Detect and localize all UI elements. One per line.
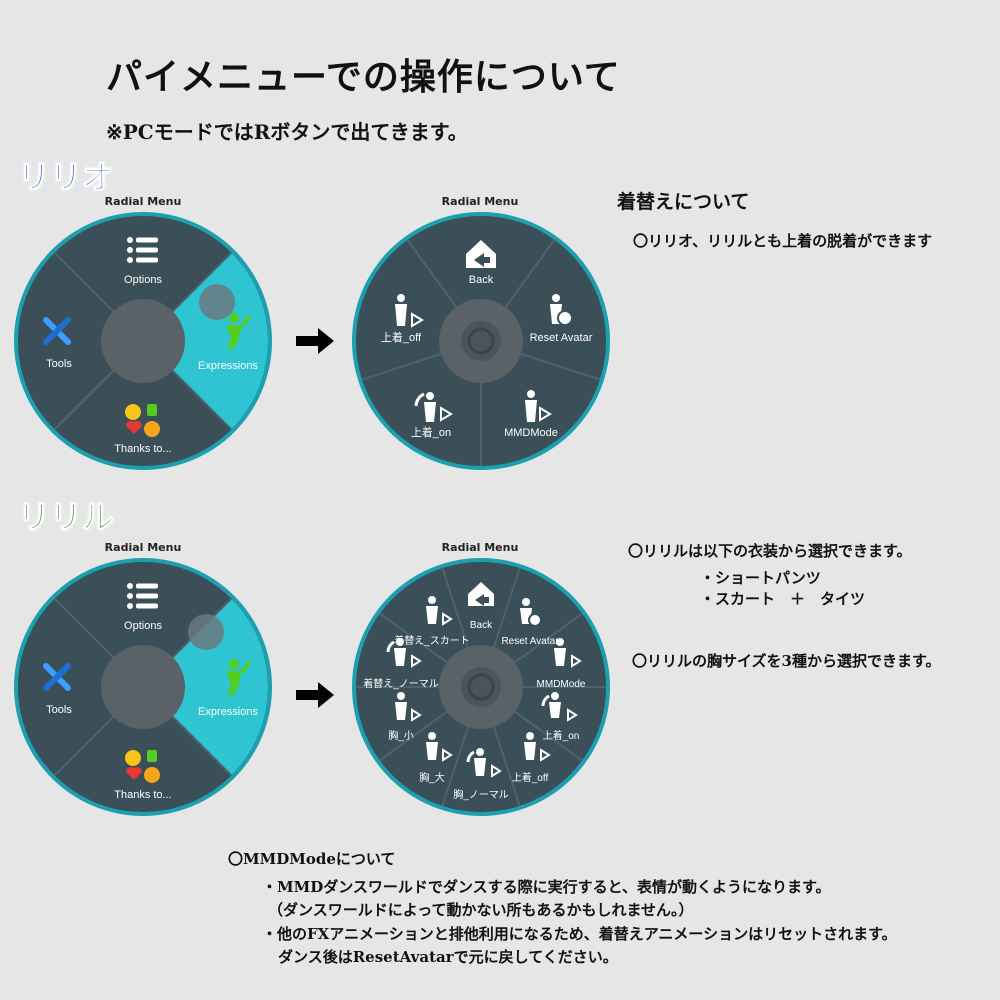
expressions-label[interactable]: Expressions — [198, 360, 258, 372]
radial-menu-caption: Radial Menu — [104, 195, 182, 208]
person-icon — [395, 692, 407, 720]
outfit-skirt-label[interactable]: 着替え_スカート — [394, 634, 470, 647]
options-label[interactable]: Options — [124, 620, 162, 632]
radial-menu-caption: Radial Menu — [104, 541, 182, 554]
mmdmode-label[interactable]: MMDMode — [537, 679, 586, 690]
arrow-right-icon — [296, 682, 334, 708]
thanks-label[interactable]: Thanks to... — [114, 443, 171, 455]
expressions-highlight[interactable] — [143, 598, 268, 776]
tools-icon — [43, 317, 71, 345]
play-icon — [440, 406, 453, 422]
play-icon — [539, 406, 552, 422]
outfit-change-icon — [466, 748, 486, 776]
outfit-normal-label[interactable]: 着替え_ノーマル — [363, 677, 439, 690]
avatar-name-liril: リリル — [17, 498, 115, 537]
radial-menu-main: Options Tools Expressions Thanks to... — [14, 558, 272, 816]
play-icon — [567, 708, 578, 722]
back-icon — [468, 582, 494, 606]
radial-menu-sub: Back Reset Avatar MMDMode 上着_on 上着_off — [352, 212, 610, 470]
outfit-heading: 着替えについて — [617, 191, 750, 213]
jacket-off-label[interactable]: 上着_off — [512, 771, 549, 784]
avatar-name-lilio: リリオ — [17, 158, 115, 197]
cursor-indicator — [199, 284, 235, 320]
person-icon — [426, 732, 438, 760]
expressions-icon — [226, 659, 252, 696]
page-title: パイメニューでの操作について — [106, 57, 621, 98]
back-label[interactable]: Back — [469, 274, 494, 286]
radial-menu-caption: Radial Menu — [441, 541, 519, 554]
expressions-highlight[interactable] — [143, 252, 268, 430]
chest-normal-label[interactable]: 胸_ノーマル — [453, 788, 509, 801]
thanks-label[interactable]: Thanks to... — [114, 789, 171, 801]
mmdmode-label[interactable]: MMDMode — [504, 427, 558, 439]
person-icon — [395, 294, 407, 326]
expressions-icon — [226, 313, 252, 350]
reset-avatar-label[interactable]: Reset Avatar — [530, 332, 593, 344]
play-icon — [571, 654, 582, 668]
chest-large-label[interactable]: 胸_大 — [419, 771, 445, 784]
outfit-option-shorts: ・ショートパンツ — [700, 569, 821, 587]
person-icon — [426, 596, 438, 624]
jacket-on-label[interactable]: 上着_on — [411, 425, 451, 439]
play-icon — [411, 312, 424, 328]
back-label[interactable]: Back — [470, 620, 493, 631]
chest-size-note: 〇リリルの胸サイズを3種から選択できます。 — [632, 652, 941, 670]
outfit-option-skirt: ・スカート ＋ タイツ — [700, 590, 866, 608]
back-icon — [466, 240, 496, 268]
chest-small-label[interactable]: 胸_小 — [388, 729, 414, 742]
tools-label[interactable]: Tools — [46, 704, 72, 716]
outfit-note: 〇リリオ、リリルとも上着の脱着ができます — [633, 232, 933, 250]
options-icon — [127, 237, 158, 263]
arrow-right-icon — [296, 328, 334, 354]
outfit-change-icon — [414, 392, 436, 422]
options-label[interactable]: Options — [124, 274, 162, 286]
expressions-label[interactable]: Expressions — [198, 706, 258, 718]
cursor-indicator — [188, 614, 224, 650]
mmdmode-heading: 〇MMDModeについて — [228, 850, 396, 868]
outfit-options-note: 〇リリルは以下の衣装から選択できます。 — [628, 542, 912, 560]
reset-avatar-label[interactable]: Reset Avatar — [501, 636, 559, 647]
tools-icon — [43, 663, 71, 691]
emoji-icon — [125, 750, 160, 783]
mmdmode-note-3: ・他のFXアニメーションと排他利用になるため、着替えアニメーションはリセットされ… — [262, 925, 897, 943]
reset-avatar-icon — [550, 294, 573, 326]
play-icon — [491, 764, 502, 778]
radial-menu-sub-ten: Back Reset Avatar MMDMode 上着_on 上着_off 胸… — [352, 558, 610, 816]
person-icon — [554, 638, 566, 666]
radial-menu-main: Options Tools Expressions Thanks to... — [14, 212, 272, 470]
mmdmode-note-4: ダンス後はResetAvatarで元に戻してください。 — [278, 948, 618, 966]
jacket-off-label[interactable]: 上着_off — [381, 330, 422, 344]
mmdmode-note-2: （ダンスワールドによって動かない所もあるかもしれません。） — [268, 901, 694, 919]
person-icon — [525, 390, 537, 422]
play-icon — [411, 654, 422, 668]
person-icon — [524, 732, 536, 760]
radial-menu-caption: Radial Menu — [441, 195, 519, 208]
play-icon — [442, 748, 453, 762]
play-icon — [540, 748, 551, 762]
emoji-icon — [125, 404, 160, 437]
outfit-change-icon — [541, 692, 561, 718]
reset-avatar-icon — [520, 598, 542, 627]
options-icon — [127, 583, 158, 609]
play-icon — [411, 708, 422, 722]
page-subtitle: ※PCモードではRボタンで出てきます。 — [106, 120, 468, 144]
play-icon — [442, 612, 453, 626]
mmdmode-note-1: ・MMDダンスワールドでダンスする際に実行すると、表情が動くようになります。 — [262, 878, 831, 896]
outfit-change-icon — [386, 638, 406, 666]
jacket-on-label[interactable]: 上着_on — [543, 729, 580, 742]
tools-label[interactable]: Tools — [46, 358, 72, 370]
